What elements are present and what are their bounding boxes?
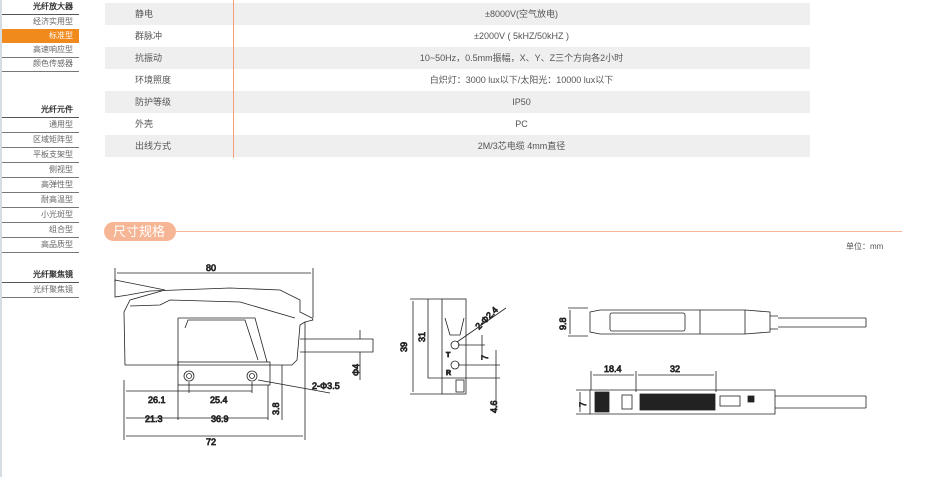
sidebar-item[interactable]: 小光斑型 (2, 208, 79, 223)
table-divider (233, 0, 234, 158)
spec-key: 群脉冲 (135, 31, 163, 41)
dim-36-9: 36.9 (211, 414, 229, 424)
sidebar-item-active[interactable]: 标准型 (2, 29, 79, 43)
sidebar-item[interactable]: 侧视型 (2, 163, 79, 178)
label-r: R (446, 370, 451, 377)
spec-table: 静电±8000V(空气放电) 群脉冲±2000V ( 5kHZ/50kHZ ) … (105, 3, 810, 157)
sidebar-item[interactable]: 高弹性型 (2, 178, 79, 193)
dim-7a: 7 (480, 355, 490, 360)
spec-value: 10~50Hz，0.5mm振幅，X、Y、Z三个方向各2小时 (419, 53, 624, 63)
dim-26-1: 26.1 (148, 395, 166, 405)
table-row: 防护等级 IP50 (105, 91, 810, 113)
dim-4-6: 4.6 (489, 400, 499, 413)
table-row: 环境照度 白炽灯：3000 lux以下/太阳光：10000 lux以下 (105, 69, 810, 91)
table-row: 群脉冲 ±2000V ( 5kHZ/50kHZ ) (105, 25, 810, 47)
bottom-view-drawing (576, 371, 867, 415)
sidebar-item[interactable]: 组合型 (2, 223, 79, 238)
spec-key: 抗振动 (135, 53, 163, 63)
spec-key: 出线方式 (135, 141, 172, 151)
table-row: 外壳 PC (105, 113, 810, 135)
dim-72: 72 (206, 437, 216, 447)
sidebar-item[interactable]: 高速响应型 (2, 43, 79, 58)
sidebar-heading: 光纤聚焦镜 (2, 268, 79, 283)
side-view-drawing (410, 298, 507, 412)
sidebar-item[interactable]: 耐高温型 (2, 193, 79, 208)
dim-80: 80 (206, 263, 216, 273)
top-view-drawing (568, 307, 867, 337)
dim-7b: 7 (578, 402, 588, 407)
spec-value: IP50 (512, 97, 531, 107)
sidebar-item[interactable]: 高品质型 (2, 238, 79, 253)
dim-18-4: 18.4 (604, 364, 622, 374)
spec-value: 2M/3芯电缆 4mm直径 (477, 141, 566, 151)
unit-label: 单位：mm (846, 242, 884, 251)
table-row: 出线方式 2M/3芯电缆 4mm直径 (105, 135, 810, 157)
spec-value: ±2000V ( 5kHZ/50kHZ ) (474, 31, 569, 41)
spec-key: 防护等级 (135, 97, 172, 107)
dim-3-8: 3.8 (271, 402, 281, 415)
dim-hole2: 2-Φ2.4 (473, 305, 500, 332)
sidebar-item[interactable]: 通用型 (2, 118, 79, 133)
spec-key: 外壳 (135, 119, 154, 129)
dim-32: 32 (670, 364, 680, 374)
sidebar-item[interactable]: 颜色传感器 (2, 57, 79, 72)
dim-phi4: Φ4 (351, 364, 361, 376)
section-title: 尺寸规格 (104, 222, 176, 241)
dim-39: 39 (399, 342, 409, 352)
dim-31: 31 (417, 332, 427, 342)
sidebar-heading: 光纤放大器 (2, 0, 79, 15)
sidebar-item[interactable]: 区域矩阵型 (2, 133, 79, 148)
sidebar-heading: 光纤元件 (2, 103, 79, 118)
left-border (0, 0, 2, 477)
dim-25-4: 25.4 (210, 395, 228, 405)
sidebar-item[interactable]: 平板支架型 (2, 148, 79, 163)
dim-21-3: 21.3 (145, 414, 163, 424)
table-row: 静电 ±8000V(空气放电) (105, 3, 810, 25)
spec-key: 环境照度 (135, 75, 172, 85)
dim-9-8: 9.8 (558, 317, 568, 330)
spec-key: 静电 (135, 9, 154, 19)
label-t: T (446, 352, 451, 359)
sidebar-item[interactable]: 光纤聚焦镜 (2, 283, 79, 298)
dim-hole: 2-Φ3.5 (312, 381, 340, 391)
spec-value: 白炽灯：3000 lux以下/太阳光：10000 lux以下 (429, 75, 614, 85)
front-view-drawing (114, 268, 374, 440)
spec-value: PC (515, 119, 528, 129)
spec-value: ±8000V(空气放电) (485, 9, 558, 19)
table-row: 抗振动 10~50Hz，0.5mm振幅，X、Y、Z三个方向各2小时 (105, 47, 810, 69)
section-divider (176, 231, 902, 232)
